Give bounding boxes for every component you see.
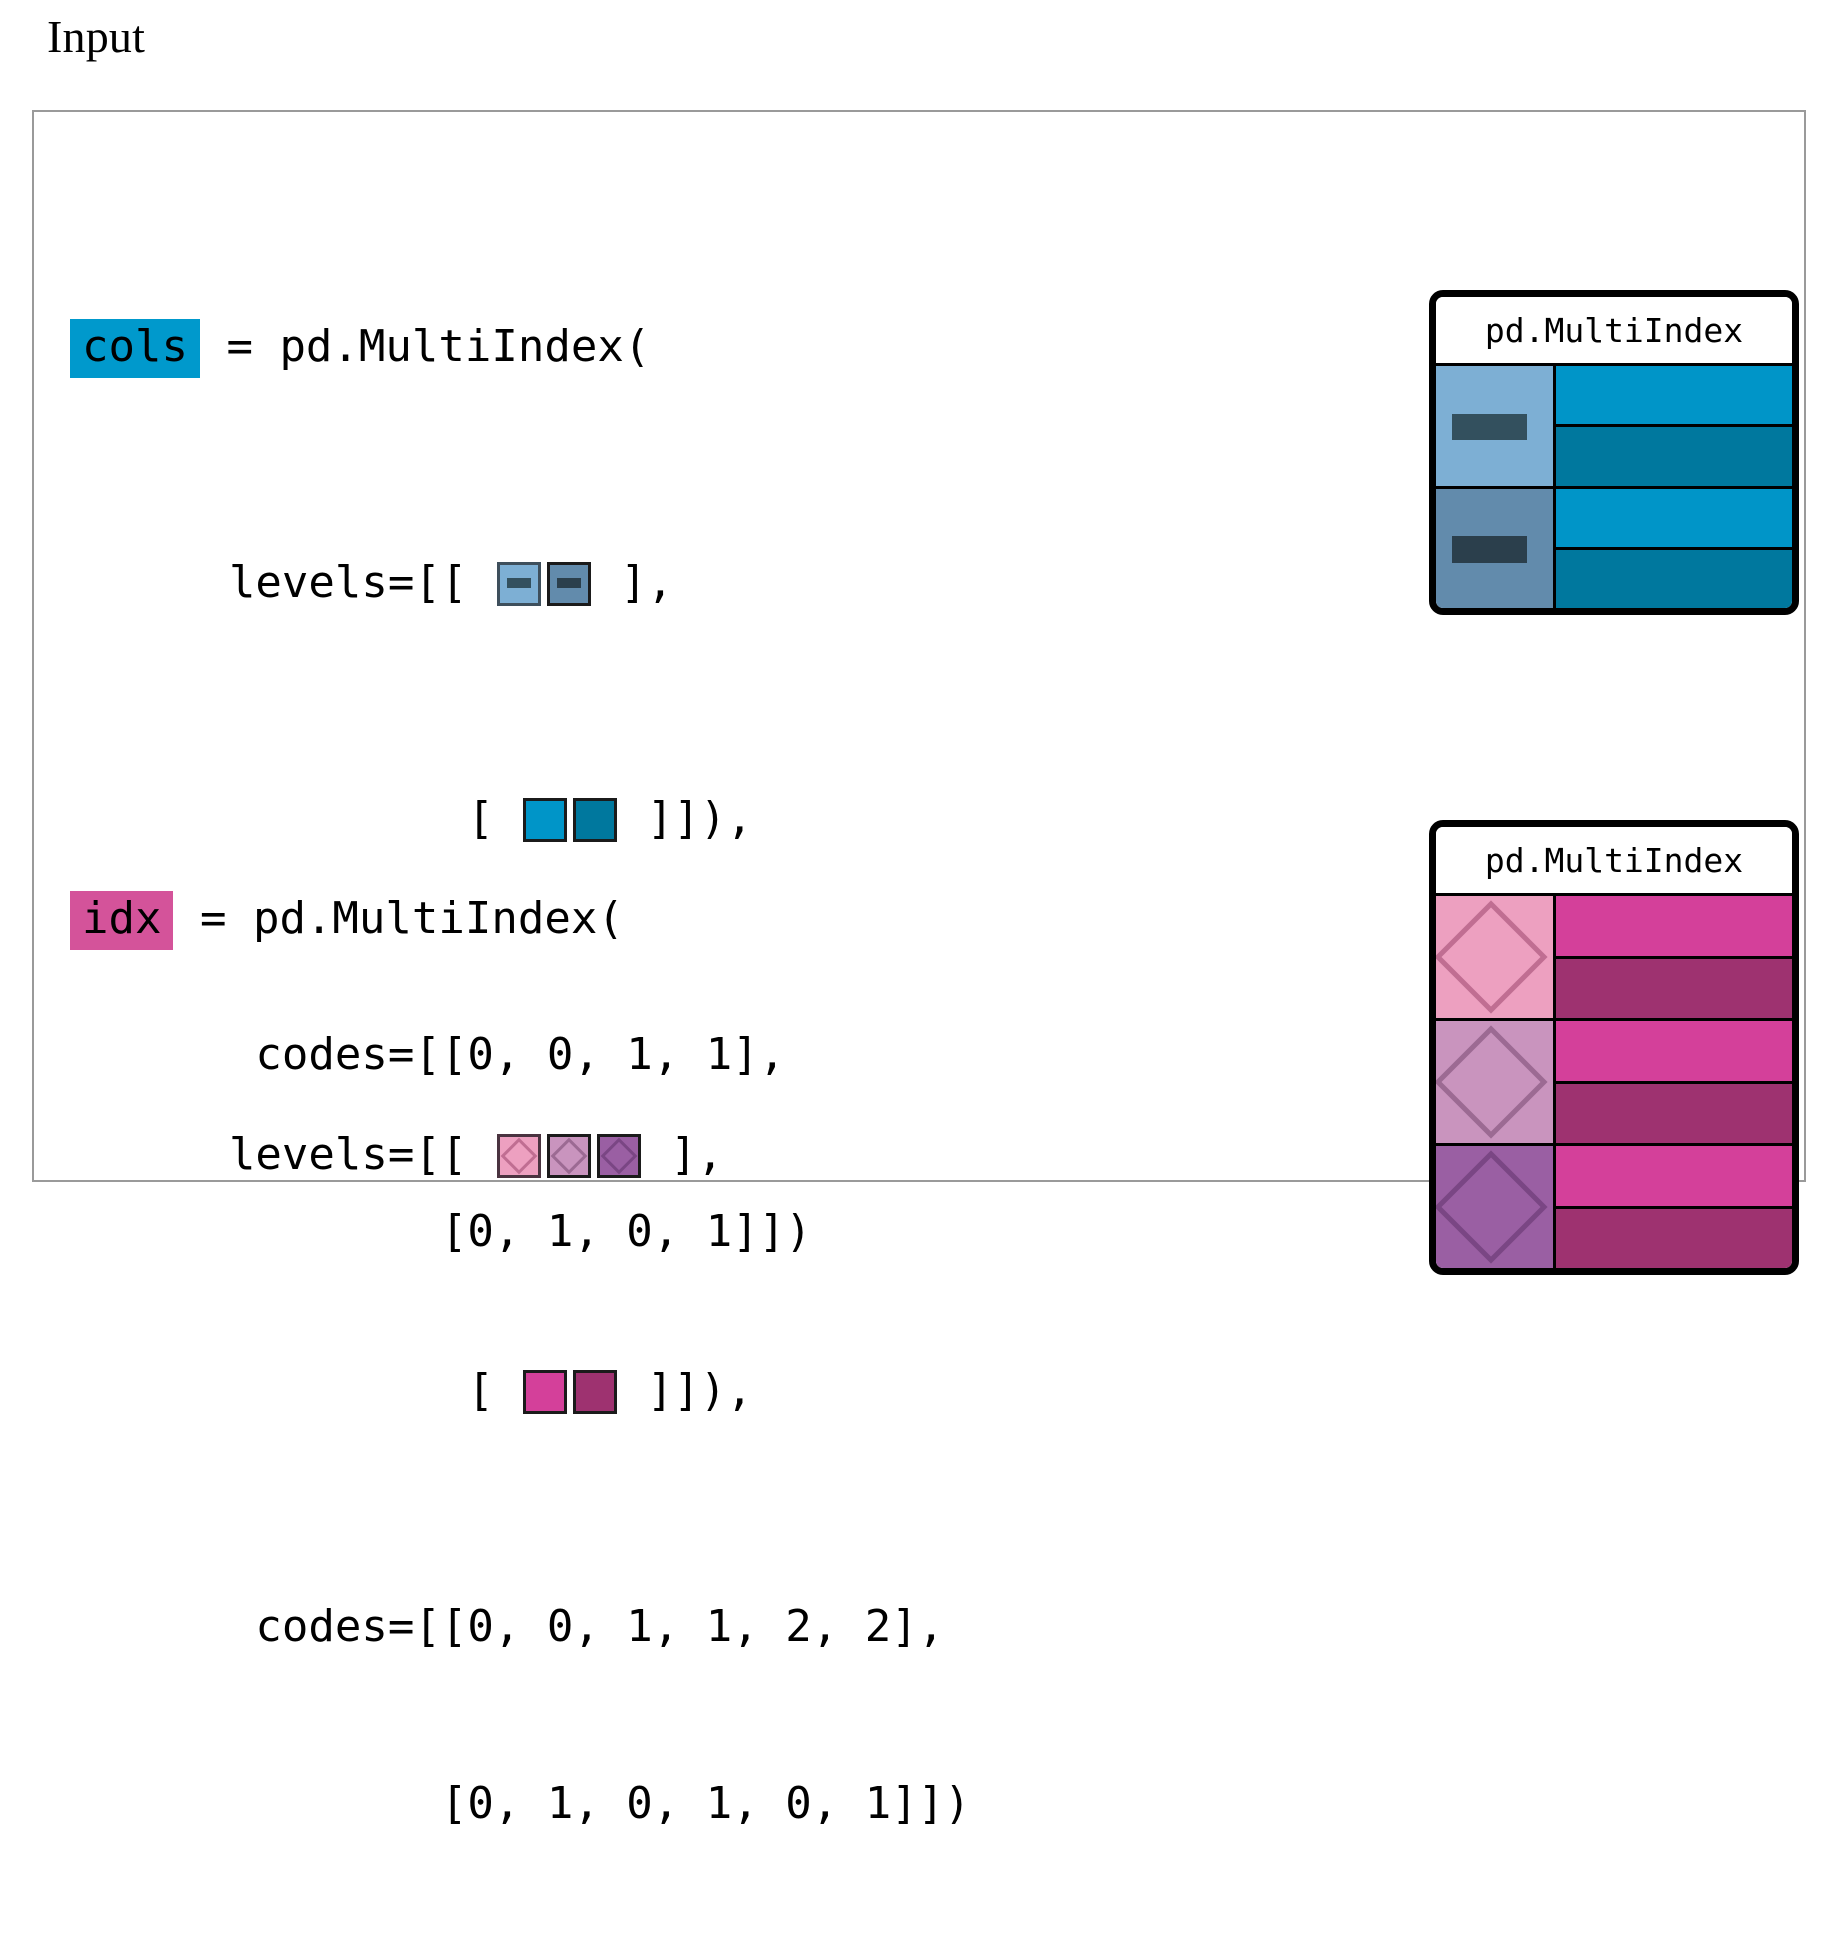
- cols-card-level1-cell: [1556, 427, 1792, 489]
- idx-card-body: [1436, 893, 1792, 1268]
- idx-card-level1-column: [1556, 896, 1792, 1268]
- idx-level0-chip-0: [496, 1134, 541, 1178]
- idx-code-block: idx = pd.MultiIndex( levels=[[ ], [ ]]),…: [70, 712, 971, 1951]
- idx-card-level1-cell: [1556, 896, 1792, 959]
- idx-code-line-3: [ ]]),: [70, 1361, 971, 1420]
- idx-card-level1-cell: [1556, 1021, 1792, 1084]
- cols-multiindex-card: pd.MultiIndex: [1429, 290, 1799, 615]
- idx-variable-tag[interactable]: idx: [70, 891, 174, 950]
- idx-card-level0-cell: [1436, 896, 1553, 1021]
- cols-code-line-3: [ ]]),: [70, 789, 812, 848]
- idx-levels1-suffix: ]]),: [620, 1365, 753, 1416]
- bar-square-icon: [1452, 413, 1528, 441]
- cols-variable-tag[interactable]: cols: [70, 319, 200, 378]
- idx-levels1-prefix: [: [70, 1365, 521, 1416]
- idx-card-level1-cell: [1556, 1208, 1792, 1268]
- input-panel: cols = pd.MultiIndex( levels=[[ ], [ ]])…: [32, 110, 1806, 1829]
- diamond-icon: [500, 1137, 538, 1175]
- idx-level1-chip-0: [523, 1370, 568, 1414]
- cols-card-level0-cell: [1436, 488, 1553, 608]
- cols-level0-chip-1: [546, 562, 591, 606]
- idx-codes-line-1: codes=[[0, 0, 1, 1, 2, 2],: [70, 1601, 945, 1652]
- cols-card-level0-cell: [1436, 366, 1553, 489]
- bar-square-icon: [506, 577, 531, 588]
- cols-card-level1-column: [1556, 366, 1792, 608]
- diamond-icon: [600, 1137, 638, 1175]
- idx-multiindex-card: pd.MultiIndex: [1429, 820, 1799, 1275]
- cols-codes-line-1: codes=[[0, 0, 1, 1],: [70, 1029, 786, 1080]
- cols-card-level1-cell: [1556, 488, 1792, 550]
- diamond-icon: [1436, 1025, 1548, 1139]
- cols-levels1-prefix: [: [70, 793, 521, 844]
- cols-card-level1-cell: [1556, 549, 1792, 608]
- idx-card-level1-cell: [1556, 1146, 1792, 1209]
- page-title: Input: [47, 11, 146, 62]
- cols-level1-chip-0: [523, 798, 568, 842]
- cols-card-body: [1436, 363, 1792, 608]
- idx-level0-chip-1: [546, 1134, 591, 1178]
- cols-code-line-1: cols = pd.MultiIndex(: [70, 317, 812, 378]
- cols-card-level1-cell: [1556, 366, 1792, 428]
- cols-levels-prefix: levels=[[: [70, 557, 494, 608]
- cols-code-line-2: levels=[[ ],: [70, 553, 812, 612]
- cols-card-title: pd.MultiIndex: [1436, 297, 1792, 363]
- bar-square-icon: [1452, 536, 1528, 563]
- diamond-icon: [1436, 900, 1548, 1014]
- idx-level1-chip-1: [573, 1370, 618, 1414]
- diamond-icon: [550, 1137, 588, 1175]
- idx-card-title: pd.MultiIndex: [1436, 827, 1792, 893]
- cols-levels-suffix: ],: [593, 557, 674, 608]
- idx-code-line-2: levels=[[ ],: [70, 1125, 971, 1184]
- bar-square-icon: [556, 577, 581, 588]
- idx-level0-chip-2: [596, 1134, 641, 1178]
- cols-code-line-1-text: = pd.MultiIndex(: [199, 321, 651, 372]
- idx-card-level0-cell: [1436, 1021, 1553, 1146]
- idx-card-level1-cell: [1556, 1083, 1792, 1146]
- diamond-icon: [1436, 1150, 1548, 1264]
- cols-levels1-suffix: ]]),: [620, 793, 753, 844]
- idx-card-level0-cell: [1436, 1146, 1553, 1268]
- cols-code-block: cols = pd.MultiIndex( levels=[[ ], [ ]])…: [70, 140, 812, 1379]
- idx-code-line-1-text: = pd.MultiIndex(: [173, 893, 624, 944]
- idx-code-line-1: idx = pd.MultiIndex(: [70, 889, 971, 950]
- idx-card-level1-cell: [1556, 958, 1792, 1021]
- idx-levels-suffix: ],: [643, 1129, 724, 1180]
- idx-codes-line-2: [0, 1, 0, 1, 0, 1]]): [70, 1778, 971, 1829]
- cols-level1-chip-1: [573, 798, 618, 842]
- idx-levels-prefix: levels=[[: [70, 1129, 494, 1180]
- cols-level0-chip-0: [496, 562, 541, 606]
- idx-card-level0-column: [1436, 896, 1556, 1268]
- cols-card-level0-column: [1436, 366, 1556, 608]
